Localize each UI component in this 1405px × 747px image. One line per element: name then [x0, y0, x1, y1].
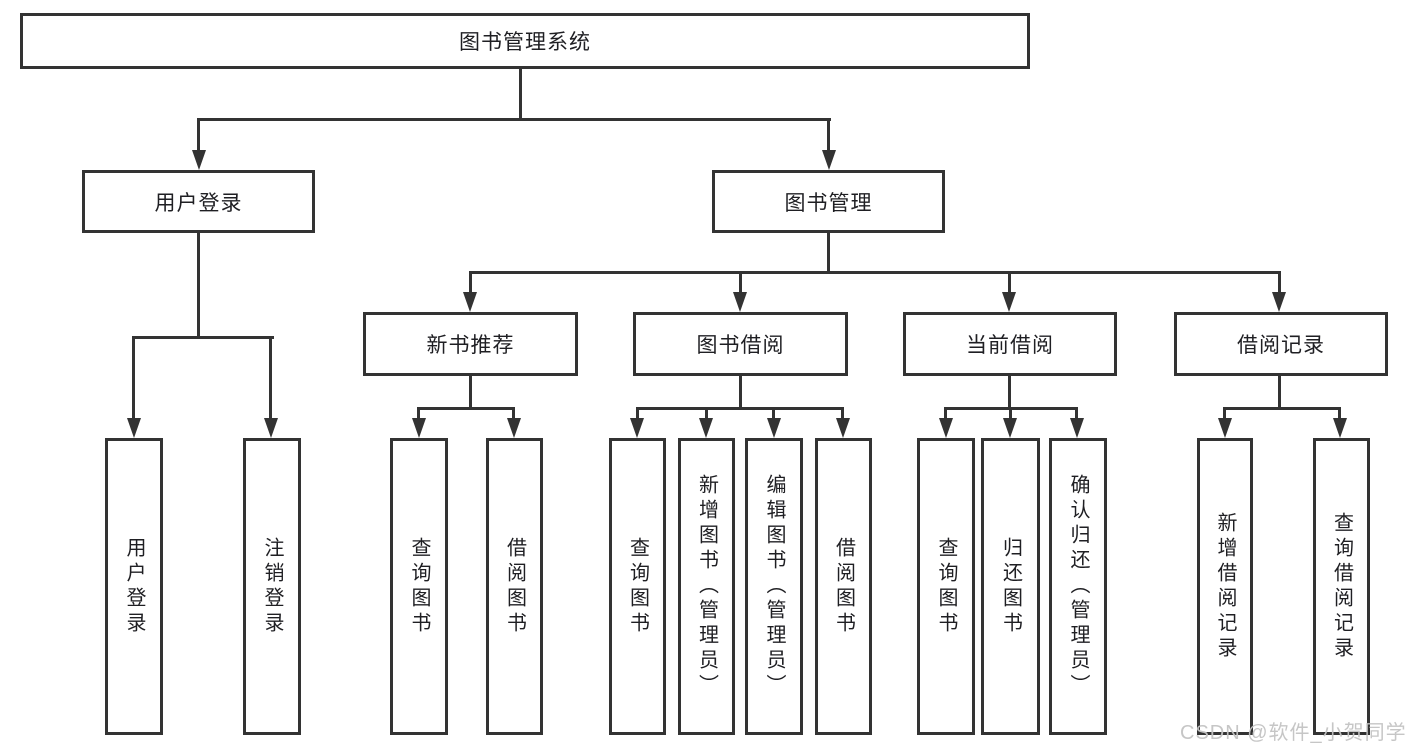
connector-line — [469, 271, 1281, 274]
connector-line — [132, 336, 274, 339]
connector-line — [512, 407, 515, 420]
node-label: 借阅记录 — [1237, 334, 1325, 357]
connector-line — [197, 118, 200, 151]
node-label: 图书管理 — [784, 191, 873, 215]
leaf-label: 编辑图书（管理员） — [763, 474, 785, 699]
leaf-confirm-return-admin: 确认归还（管理员） — [1049, 438, 1107, 735]
connector-line — [772, 407, 775, 420]
node-label: 当前借阅 — [966, 334, 1054, 357]
connector-line — [1278, 271, 1281, 294]
connector-line — [1223, 407, 1226, 420]
arrow-down-icon — [1272, 292, 1286, 312]
leaf-current-query-books: 查询图书 — [917, 438, 975, 735]
node-library-management-system: 图书管理系统 — [20, 13, 1030, 69]
node-user-login: 用户登录 — [82, 170, 315, 233]
connector-line — [1008, 271, 1011, 294]
connector-line — [944, 407, 947, 420]
connector-line — [636, 407, 844, 410]
connector-line — [417, 407, 420, 420]
connector-line — [841, 407, 844, 420]
node-borrowing-records: 借阅记录 — [1174, 312, 1388, 376]
connector-line — [636, 407, 639, 420]
arrow-down-icon — [699, 418, 713, 438]
leaf-return-books: 归还图书 — [981, 438, 1040, 735]
arrow-down-icon — [767, 418, 781, 438]
arrow-down-icon — [939, 418, 953, 438]
connector-line — [827, 118, 830, 151]
leaf-label: 借阅图书 — [832, 536, 855, 637]
node-label: 用户登录 — [154, 191, 243, 215]
node-book-management: 图书管理 — [712, 170, 945, 233]
connector-line — [197, 233, 200, 336]
node-label: 图书借阅 — [696, 334, 785, 357]
arrow-down-icon — [412, 418, 426, 438]
connector-line — [1009, 407, 1012, 420]
connector-line — [739, 271, 742, 294]
connector-line — [827, 233, 830, 271]
leaf-label: 用户登录 — [123, 536, 145, 637]
connector-line — [417, 407, 515, 410]
arrow-down-icon — [1003, 418, 1017, 438]
arrow-down-icon — [507, 418, 521, 438]
csdn-watermark: CSDN @软件_小贺同学 — [1180, 722, 1405, 744]
arrow-down-icon — [1218, 418, 1232, 438]
node-book-borrowing: 图书借阅 — [633, 312, 848, 376]
leaf-label: 查询借阅记录 — [1330, 511, 1353, 662]
connector-line — [705, 407, 708, 420]
leaf-label: 查询图书 — [935, 536, 957, 637]
leaf-recommend-query-books: 查询图书 — [390, 438, 448, 735]
leaf-edit-books-admin: 编辑图书（管理员） — [745, 438, 803, 735]
leaf-label: 借阅图书 — [503, 536, 526, 637]
leaf-borrowing-borrow-books: 借阅图书 — [815, 438, 872, 735]
leaf-label: 新增借阅记录 — [1214, 511, 1236, 662]
arrow-down-icon — [733, 292, 747, 312]
leaf-user-login: 用户登录 — [105, 438, 163, 735]
arrow-down-icon — [264, 418, 278, 438]
arrow-down-icon — [127, 418, 141, 438]
arrow-down-icon — [1002, 292, 1016, 312]
arrow-down-icon — [1333, 418, 1347, 438]
leaf-borrowing-query-books: 查询图书 — [609, 438, 666, 735]
leaf-add-books-admin: 新增图书（管理员） — [678, 438, 735, 735]
connector-line — [1278, 376, 1281, 407]
connector-line — [1223, 407, 1341, 410]
leaf-query-borrow-record: 查询借阅记录 — [1313, 438, 1370, 735]
connector-line — [1338, 407, 1341, 420]
connector-line — [469, 376, 472, 407]
connector-line — [197, 118, 831, 121]
connector-line — [269, 336, 272, 420]
leaf-label: 新增图书（管理员） — [695, 474, 718, 699]
connector-line — [469, 271, 472, 294]
node-label: 图书管理系统 — [459, 31, 591, 54]
arrow-down-icon — [192, 150, 206, 170]
node-new-book-recommendation: 新书推荐 — [363, 312, 578, 376]
leaf-label: 注销登录 — [261, 536, 283, 637]
arrow-down-icon — [630, 418, 644, 438]
arrow-down-icon — [822, 150, 836, 170]
connector-line — [739, 376, 742, 407]
leaf-label: 归还图书 — [999, 536, 1022, 637]
connector-line — [132, 336, 135, 420]
leaf-recommend-borrow-books: 借阅图书 — [486, 438, 543, 735]
leaf-label: 确认归还（管理员） — [1067, 474, 1089, 699]
arrow-down-icon — [836, 418, 850, 438]
leaf-label: 查询图书 — [408, 536, 430, 637]
connector-line — [519, 69, 522, 118]
connector-line — [1008, 376, 1011, 407]
arrow-down-icon — [1070, 418, 1084, 438]
node-current-borrowing: 当前借阅 — [903, 312, 1117, 376]
leaf-add-borrow-record: 新增借阅记录 — [1197, 438, 1253, 735]
connector-line — [1075, 407, 1078, 420]
node-label: 新书推荐 — [426, 334, 515, 357]
leaf-logout: 注销登录 — [243, 438, 301, 735]
arrow-down-icon — [463, 292, 477, 312]
leaf-label: 查询图书 — [626, 536, 649, 637]
